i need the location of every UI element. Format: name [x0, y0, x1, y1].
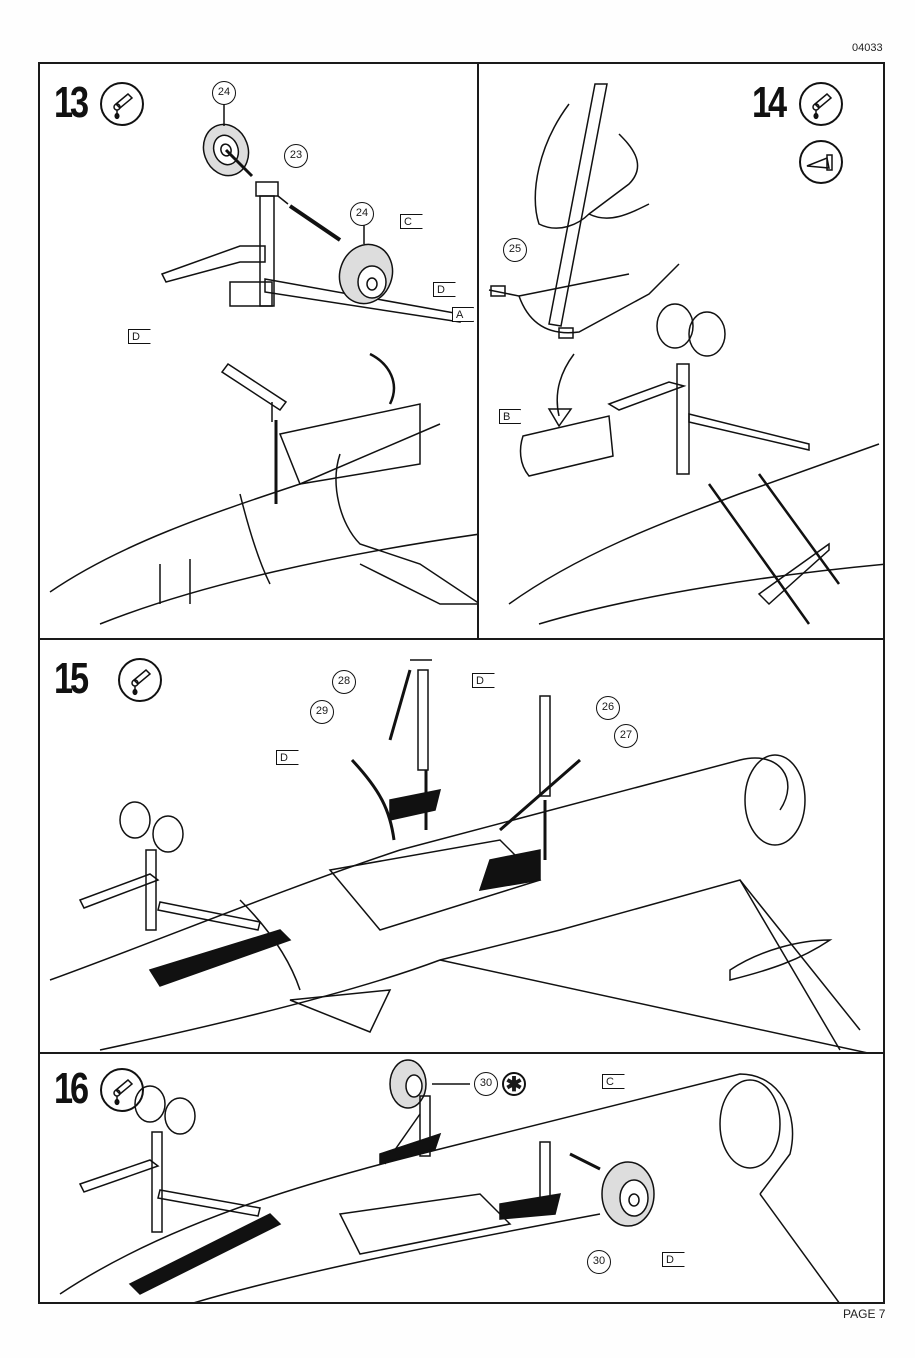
step-13-illustration: [49, 104, 477, 625]
part-callout: 24: [212, 81, 236, 105]
glue-tube-icon: [118, 658, 162, 702]
paint-flag: C: [400, 214, 423, 229]
step-14-panel: 14: [477, 62, 885, 640]
instruction-frame: 13: [38, 62, 885, 1304]
page-number: PAGE 7: [843, 1307, 886, 1321]
part-callout: 30: [474, 1072, 498, 1096]
step-number: 13: [54, 78, 89, 127]
part-callout: 27: [614, 724, 638, 748]
part-callout: 30: [587, 1250, 611, 1274]
step-16-panel: 16: [38, 1052, 885, 1304]
step-14-illustration: [488, 83, 883, 625]
part-callout: 25: [503, 238, 527, 262]
part-callout: 24: [350, 202, 374, 226]
paint-flag: D: [662, 1252, 685, 1267]
part-callout: 26: [596, 696, 620, 720]
step-number: 14: [752, 78, 787, 127]
paint-flag: B: [499, 409, 522, 424]
hobby-knife-icon: [799, 140, 843, 184]
paint-flag: D: [433, 282, 456, 297]
step-number: 16: [54, 1064, 89, 1113]
document-code: 04033: [852, 42, 883, 54]
special-part-marker-icon: ✱: [502, 1072, 526, 1096]
step-15-illustration: [49, 659, 867, 1052]
glue-tube-icon: [100, 82, 144, 126]
paint-flag: D: [276, 750, 299, 765]
glue-tube-icon: [799, 82, 843, 126]
step-13-panel: 13: [38, 62, 479, 640]
part-callout: 23: [284, 144, 308, 168]
part-callout: 29: [310, 700, 334, 724]
step-16-illustration: [59, 1059, 840, 1302]
part-callout: 28: [332, 670, 356, 694]
step-15-panel: 15: [38, 638, 885, 1054]
step-number: 15: [54, 654, 89, 703]
glue-tube-icon: [100, 1068, 144, 1112]
